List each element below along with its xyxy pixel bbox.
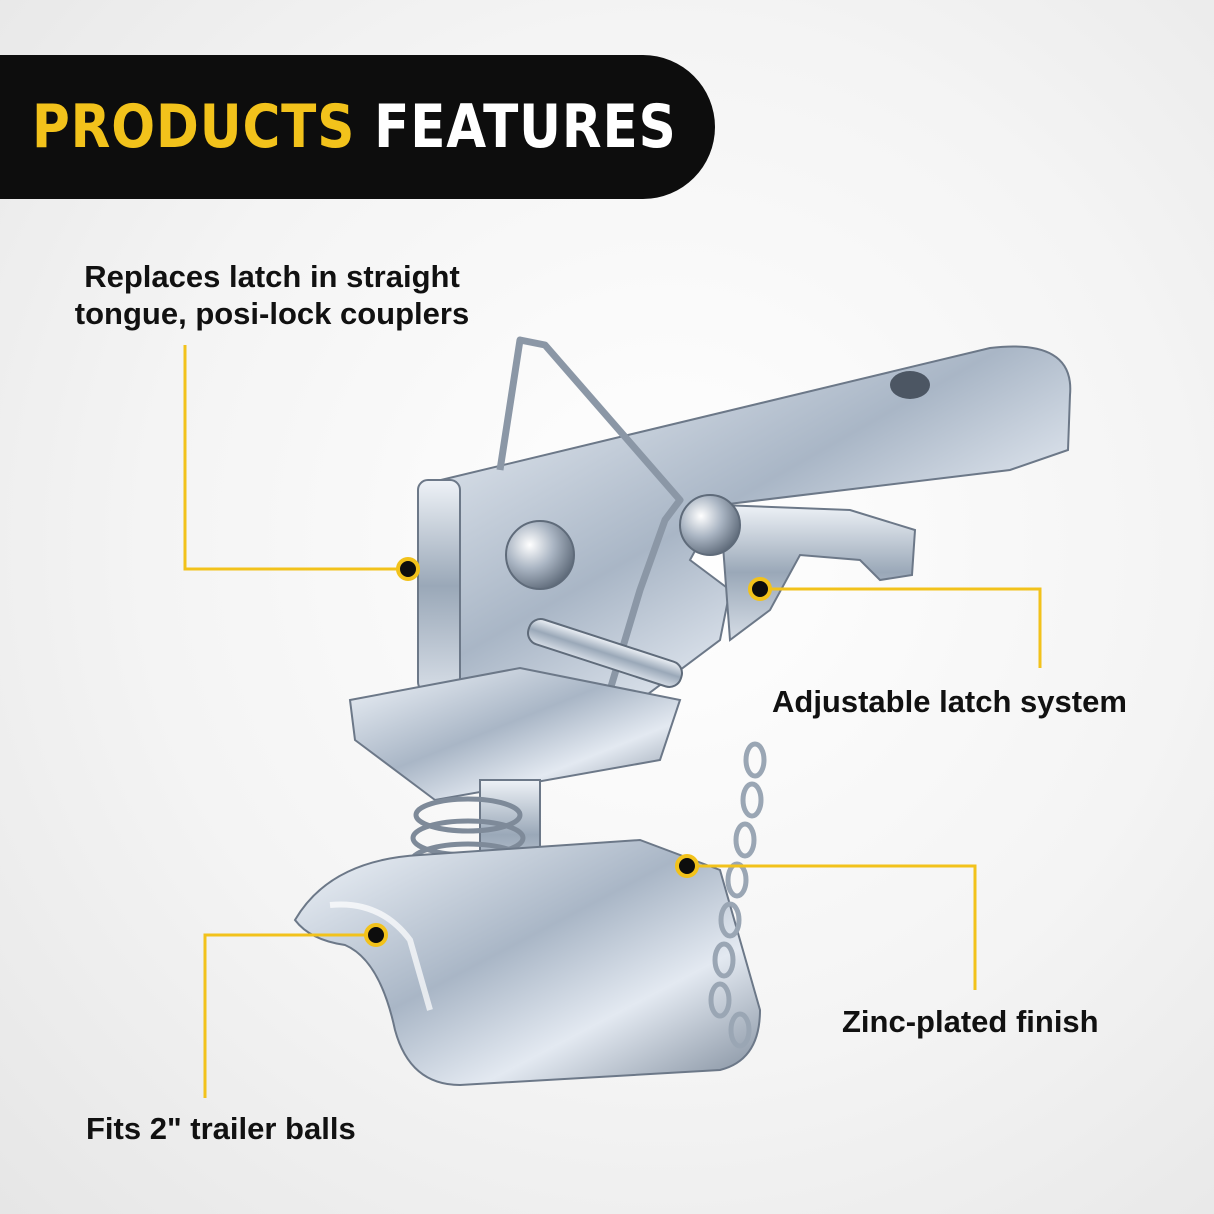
callout-dot-replaces [396, 557, 420, 581]
callout-dot-zinc [675, 854, 699, 878]
latch-plate [348, 666, 682, 802]
latch-arm-shape [417, 345, 1072, 717]
callout-dot-fits [364, 923, 388, 947]
banner-title-main: FEATURES [374, 92, 677, 162]
banner-title: PRODUCTS FEATURES [32, 92, 677, 162]
socket-housing [293, 838, 762, 1087]
rivet-right [679, 494, 741, 556]
callout-line-fits [203, 933, 376, 1098]
feature-fits: Fits 2" trailer balls [86, 1111, 356, 1146]
callout-line-zinc [687, 864, 977, 990]
banner-title-accent: PRODUCTS [32, 92, 356, 162]
callout-line-adjustable [760, 587, 1042, 668]
feature-zinc: Zinc-plated finish [842, 1004, 1099, 1039]
feature-replaces: Replaces latch in straight tongue, posi-… [50, 258, 494, 332]
callout-dot-adjustable [748, 577, 772, 601]
feature-replaces-line1: Replaces latch in straight [84, 259, 460, 294]
safety-chain [708, 741, 767, 1049]
callout-line-replaces [183, 345, 408, 571]
rivet-left [505, 520, 575, 590]
wire-handle [496, 336, 684, 728]
latch-pin [527, 618, 683, 688]
header-banner: PRODUCTS FEATURES [0, 55, 715, 199]
feature-replaces-line2: tongue, posi-lock couplers [74, 296, 470, 331]
feature-adjustable: Adjustable latch system [772, 684, 1127, 719]
